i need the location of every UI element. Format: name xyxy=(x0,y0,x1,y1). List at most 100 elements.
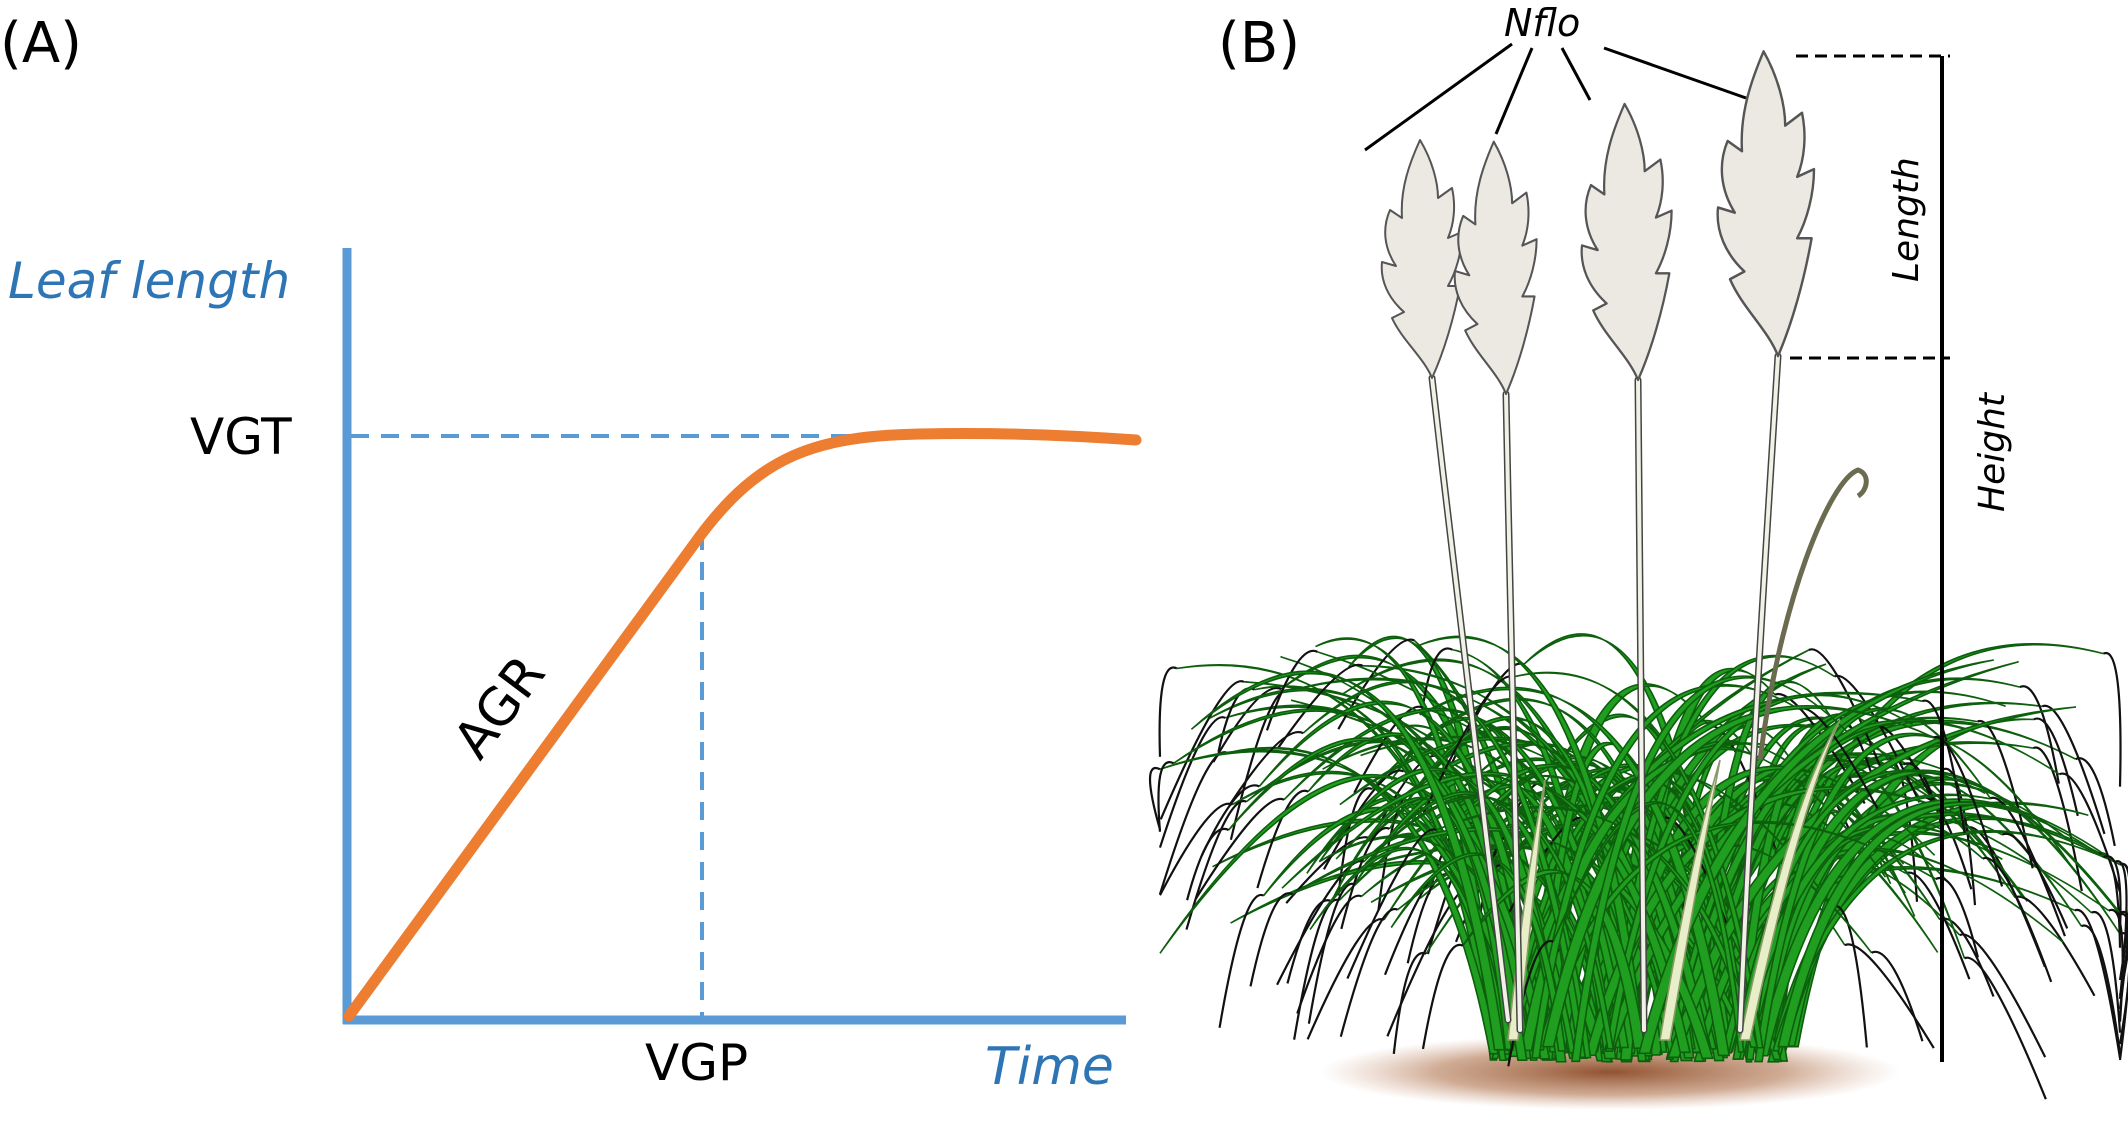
grass-blade-tip xyxy=(1832,905,1868,1048)
grass-blade-tip xyxy=(1959,933,2047,1058)
grass-blade-tip xyxy=(2058,772,2122,893)
grass-blade-tip xyxy=(1158,666,1178,757)
grass-blade-tip xyxy=(1989,796,2066,937)
grass-blade-tip xyxy=(1159,802,1234,896)
panicle xyxy=(1716,50,1816,358)
grass-blade-tip xyxy=(1964,956,2047,1100)
panel-b-label: (B) xyxy=(1218,11,1300,76)
grass-blade xyxy=(1604,693,1914,1052)
grass-blade xyxy=(1720,760,2023,1048)
grass-blade-tip xyxy=(1148,766,1162,830)
grass-blade-tip xyxy=(2019,685,2060,784)
culms xyxy=(1428,352,1782,1034)
grass-blade xyxy=(1228,737,1528,1061)
grass-blade-tip xyxy=(2118,910,2128,996)
grass-blade-tip xyxy=(2001,832,2069,929)
grass-blade-tip xyxy=(1212,687,1282,763)
grass-blade-tip xyxy=(1158,716,1226,848)
grass-blade-tip xyxy=(2041,704,2106,835)
grass-blade-tip xyxy=(1871,950,1924,1042)
grass-blade-tip xyxy=(1218,893,1265,1028)
curled-leaf xyxy=(1757,467,1869,761)
inflection-label: VGP xyxy=(645,1034,748,1092)
inflorescence-label: Nflo xyxy=(1504,1,1580,45)
grass-blade-tip xyxy=(2118,912,2128,1061)
grass-blade-tip xyxy=(2032,746,2083,892)
grass-blade-tip xyxy=(2074,908,2122,1059)
grass-blade-tip xyxy=(1933,735,2004,887)
grass-blade-tip xyxy=(1421,943,1464,1050)
grass-blade-tip xyxy=(1228,731,1304,807)
grass-blade-tip xyxy=(1306,917,1385,1040)
grass-blade-tip xyxy=(1346,828,1437,979)
pointer-line xyxy=(1560,47,1592,101)
grass-blade-tip xyxy=(1249,892,1293,987)
grass-blade xyxy=(1190,670,1506,1051)
grass-blade-tip xyxy=(2075,757,2116,847)
grass-blade-tip xyxy=(2114,860,2128,1000)
grass-blade-tip xyxy=(1774,692,1866,805)
y-axis-label: Leaf length xyxy=(8,252,290,310)
grass-blade-tip xyxy=(1982,856,2053,983)
plateau-label: VGT xyxy=(190,408,292,466)
grass-blade-tip xyxy=(1296,894,1363,1014)
grass-blade-tip xyxy=(1265,649,1318,731)
grass-blade-tip xyxy=(1158,751,1228,895)
panicle xyxy=(1380,139,1463,379)
pointer-line xyxy=(1494,47,1534,135)
length-label: Length xyxy=(1886,157,1927,282)
panicle xyxy=(1580,102,1673,382)
grass-blade-tip xyxy=(1186,827,1230,901)
grass-blade xyxy=(1419,686,1731,1057)
grass-blade-tip xyxy=(1159,680,1245,820)
grass-blade-tip xyxy=(1286,899,1333,984)
grass-blade-tip xyxy=(1194,797,1285,900)
culm xyxy=(1430,376,1510,1022)
grass-blade xyxy=(1318,767,1567,1063)
grass-blade xyxy=(1659,759,1721,1041)
grass-blade-tip xyxy=(1905,871,1971,980)
panel-b: (B) Nflo xyxy=(1148,1,2128,1110)
height-label: Height xyxy=(1972,391,2013,512)
grass-blade-tip xyxy=(1340,826,1390,930)
grass-blade xyxy=(1283,707,1630,1049)
grass-blade-tip xyxy=(1844,943,1935,1049)
culm xyxy=(1504,392,1522,1032)
panicles xyxy=(1380,50,1816,396)
grass-blade-tip xyxy=(2102,855,2122,932)
grass-blade-tip xyxy=(1157,761,1175,832)
measure-lines xyxy=(1790,54,1950,1062)
x-axis-label: Time xyxy=(985,1037,1114,1097)
inflorescence-pointers xyxy=(1364,42,1747,152)
grass-blade xyxy=(1536,820,1937,1051)
grass-blade-tip xyxy=(1322,769,1404,870)
pointer-line xyxy=(1603,46,1747,100)
grass-blade-tip xyxy=(1285,836,1372,904)
grass-blade-tip xyxy=(1276,859,1365,986)
grass-blade-tip xyxy=(1307,882,1355,1024)
panel-a: (A) Leaf length Time VGT VGP AGR xyxy=(0,11,1142,1097)
pointer-line xyxy=(1364,42,1513,152)
grass-blade-tip xyxy=(1939,917,1995,997)
panicle xyxy=(1453,140,1538,396)
culm xyxy=(1636,378,1646,1032)
grass-blade-tip xyxy=(2080,924,2122,1054)
grass-tuft xyxy=(1148,467,2128,1100)
grass-blade xyxy=(1390,852,1567,1052)
grass-blade-tip xyxy=(2090,910,2122,1033)
grass-blade xyxy=(1754,732,2076,1063)
grass-blade-tip xyxy=(2014,895,2096,997)
grass-blade-tip xyxy=(2102,651,2122,787)
grass-blade xyxy=(1739,719,1841,1041)
grass-blade-tip xyxy=(1392,951,1427,1055)
grass-blade-tip xyxy=(2033,717,2079,817)
grass-blade-tip xyxy=(1217,687,1255,752)
grass-blade-tip xyxy=(1277,663,1364,749)
grass-blade-tip xyxy=(1420,647,1453,714)
grass-blade xyxy=(1777,801,2104,1048)
grass-blade-tip xyxy=(1422,675,1514,814)
grass-blade-tip xyxy=(1339,907,1399,1037)
culm xyxy=(1738,354,1780,1032)
